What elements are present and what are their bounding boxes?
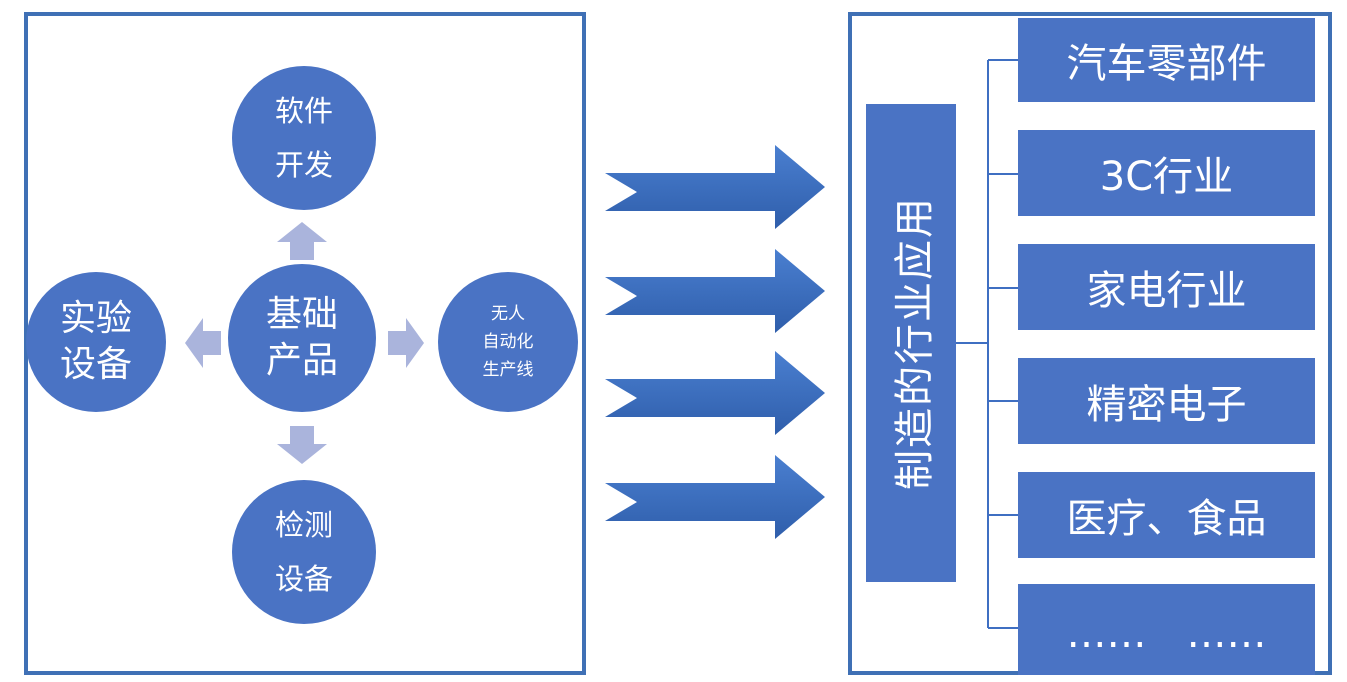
- arrow-down-icon: [277, 426, 327, 464]
- industry-label: 精密电子: [1086, 382, 1247, 428]
- node-label: 设备: [59, 344, 132, 385]
- node-label: 无人: [491, 304, 525, 324]
- node-label: 基础: [265, 294, 338, 335]
- node-label: 生产线: [482, 360, 534, 380]
- industry-label: 医疗、食品: [1066, 496, 1267, 542]
- industry-application-title: 制造的行业应用: [866, 104, 956, 582]
- arrow-up-icon: [277, 222, 327, 260]
- chevron-arrow-icon: [605, 145, 825, 229]
- chevron-arrow-icon: [605, 249, 825, 333]
- testing-equipment-node: 检测 设备: [232, 480, 376, 624]
- basic-products-node: 基础 产品: [228, 264, 376, 412]
- industry-label: 家电行业: [1086, 268, 1247, 314]
- node-label: 自动化: [482, 332, 534, 352]
- automated-line-node: 无人 自动化 生产线: [438, 272, 578, 412]
- industry-box: 精密电子: [1018, 358, 1315, 444]
- node-label: 实验: [59, 298, 132, 339]
- flow-arrows: [605, 145, 825, 539]
- chevron-arrow-icon: [605, 455, 825, 539]
- industry-box: 医疗、食品: [1018, 472, 1315, 558]
- node-label: 检测: [274, 508, 333, 542]
- node-label: 设备: [274, 562, 333, 596]
- industry-box: 3C行业: [1018, 130, 1315, 216]
- node-label: 开发: [274, 148, 333, 182]
- industry-label: …… ……: [1066, 610, 1267, 657]
- lab-equipment-node: 实验 设备: [26, 272, 166, 412]
- chevron-arrow-icon: [605, 351, 825, 435]
- industry-box: 家电行业: [1018, 244, 1315, 330]
- industry-label: 汽车零部件: [1066, 41, 1267, 87]
- node-label: 产品: [265, 340, 338, 381]
- industry-label: 3C行业: [1099, 154, 1234, 200]
- software-development-node: 软件 开发: [232, 66, 376, 210]
- industry-box: 汽车零部件: [1018, 18, 1315, 102]
- arrow-right-icon: [388, 318, 424, 368]
- node-label: 软件: [274, 94, 333, 128]
- arrow-left-icon: [185, 318, 221, 368]
- industry-box: …… ……: [1018, 584, 1315, 675]
